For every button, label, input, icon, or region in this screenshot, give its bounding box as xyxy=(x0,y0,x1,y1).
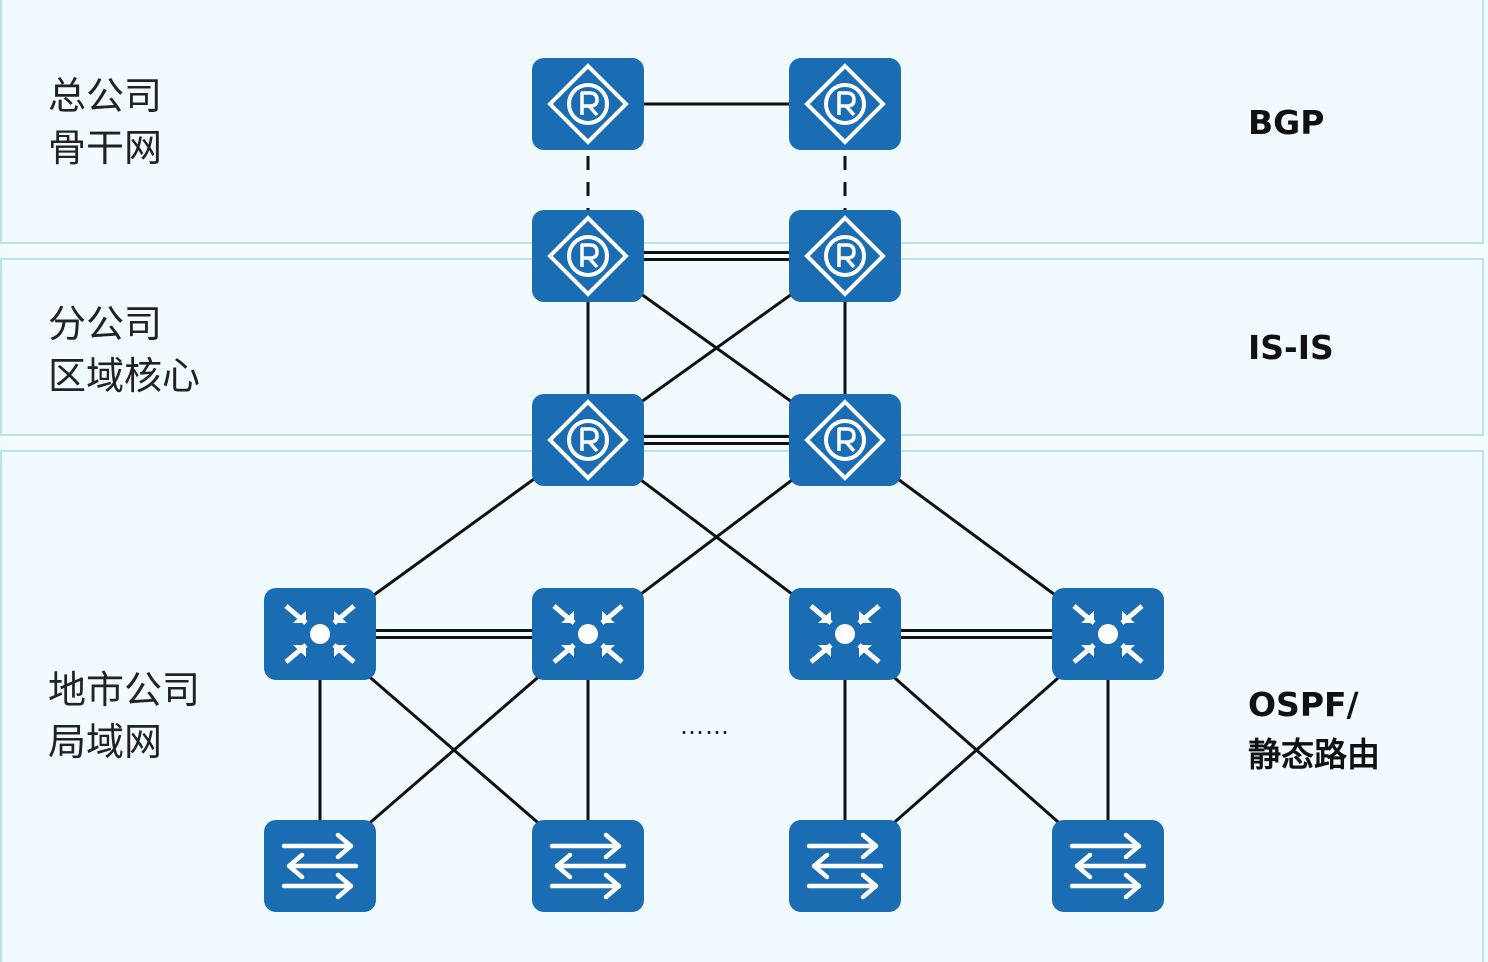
branch-core-band xyxy=(0,258,1484,436)
access-switch-4-switch-icon xyxy=(1052,820,1164,912)
protocol-label-ospf: OSPF/ 静态路由 xyxy=(1248,685,1380,774)
core-switch-4-l3-switch-icon xyxy=(1052,588,1164,680)
hq-router-1-router-icon xyxy=(532,58,644,150)
branch-router-3-router-icon xyxy=(532,394,644,486)
layer-label-city: 地市公司 局域网 xyxy=(48,668,201,764)
branch-router-4-router-icon xyxy=(789,394,901,486)
access-switch-3-switch-icon xyxy=(789,820,901,912)
city-lan-band xyxy=(0,450,1484,962)
access-switch-2-switch-icon xyxy=(532,820,644,912)
core-switch-3-l3-switch-icon xyxy=(789,588,901,680)
layer-label-hq: 总公司 骨干网 xyxy=(48,74,163,170)
hq-backbone-band xyxy=(0,0,1484,244)
layer-label-branch: 分公司 区域核心 xyxy=(48,302,201,398)
protocol-label-bgp: BGP xyxy=(1248,103,1325,142)
core-switch-1-l3-switch-icon xyxy=(264,588,376,680)
branch-router-1-router-icon xyxy=(532,210,644,302)
access-switch-1-switch-icon xyxy=(264,820,376,912)
core-switch-2-l3-switch-icon xyxy=(532,588,644,680)
branch-router-2-router-icon xyxy=(789,210,901,302)
protocol-label-isis: IS-IS xyxy=(1248,328,1334,367)
hq-router-2-router-icon xyxy=(789,58,901,150)
more-devices-ellipsis: …… xyxy=(680,712,730,740)
